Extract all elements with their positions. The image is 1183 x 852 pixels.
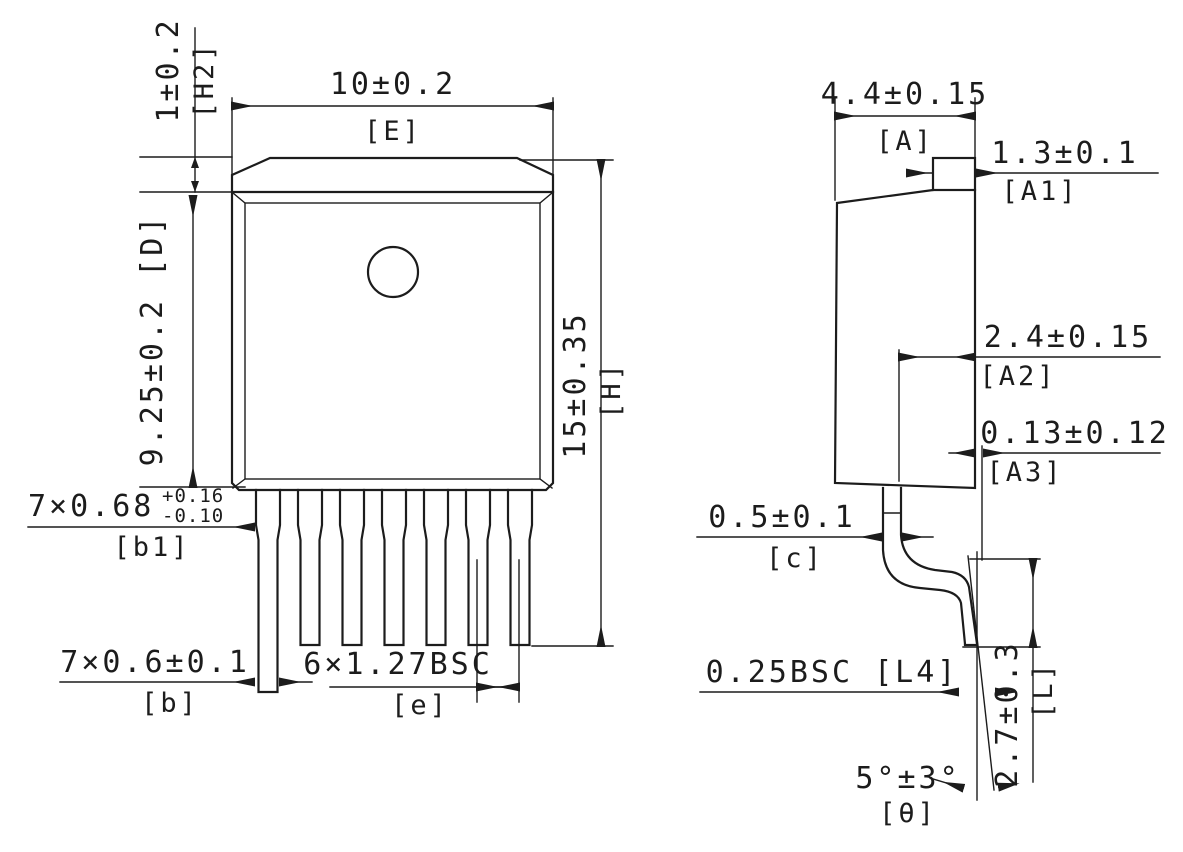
dim-d: 9.25±0.2 [D]: [135, 195, 246, 488]
dim-e-pitch-value: 6×1.27BSC: [303, 647, 493, 682]
mounting-hole: [366, 245, 420, 299]
dim-a3: 0.13±0.12 [A3]: [948, 416, 1170, 488]
dim-b-value: 7×0.6±0.1: [60, 645, 250, 680]
pin-2: [296, 488, 324, 647]
dim-h2: 1±0.2 [H2]: [139, 17, 233, 193]
dim-l4-value: 0.25BSC [L4]: [706, 655, 959, 690]
dim-a1-value: 1.3±0.1: [991, 136, 1138, 171]
dim-h2-value: 1±0.2: [151, 17, 186, 122]
pin-5: [422, 488, 450, 647]
dim-c-ref: [c]: [766, 543, 824, 574]
dim-b1: 7×0.68 +0.16 -0.10 [b1]: [27, 485, 255, 563]
dim-theta-value: 5°±3°: [855, 761, 960, 796]
dim-b1-tol-minus: -0.10: [162, 505, 224, 527]
arrow-right: [997, 782, 1020, 792]
dim-l-ref: [L]: [1028, 661, 1059, 719]
dim-e-value: 10±0.2: [330, 67, 456, 102]
lead-angle-line: [967, 555, 995, 791]
dim-b: 7×0.6±0.1 [b]: [59, 645, 313, 719]
lead-profile: [899, 486, 979, 646]
leader-line: [929, 777, 966, 793]
dim-theta-ref: [θ]: [879, 798, 937, 829]
pin-4: [380, 488, 408, 647]
dim-l4: 0.25BSC [L4]: [699, 655, 1017, 697]
dim-a1: 1.3±0.1 [A1]: [906, 136, 1159, 207]
dim-e: 10±0.2 [E]: [231, 67, 554, 176]
dim-b1-tol-plus: +0.16: [162, 485, 224, 507]
extension-line: [962, 558, 1041, 648]
dim-a2-ref: [A2]: [979, 361, 1056, 392]
extension-line: [139, 156, 233, 193]
dim-b1-ref: [b1]: [113, 532, 190, 563]
mold-corner-ticks: [232, 192, 553, 489]
pin-1: [254, 488, 282, 694]
dim-l-value: 2.7±0.3: [990, 640, 1025, 787]
dim-b-ref: [b]: [141, 688, 199, 719]
pin-6: [464, 488, 492, 647]
lead-profile-inner: [881, 486, 967, 646]
pin-7: [506, 488, 534, 647]
dim-h-ref: [H]: [596, 361, 627, 419]
dim-h2-ref: [H2]: [189, 41, 220, 118]
package-tab: [230, 156, 555, 194]
dim-e-pitch-ref: [e]: [391, 690, 449, 721]
package-body: [230, 190, 555, 492]
dim-h: 15±0.35 [H]: [519, 159, 627, 647]
dim-a: 4.4±0.15 [A]: [821, 77, 990, 201]
dim-c-value: 0.5±0.1: [708, 500, 855, 535]
dim-h-value: 15±0.35: [558, 311, 593, 458]
front-view: 10±0.2 [E] 1±0.2 [H2] 9.25±0.2 [D] 15±0.…: [27, 17, 627, 721]
body-profile: [833, 188, 977, 490]
extension-line: [231, 97, 554, 176]
dim-a2: 2.4±0.15 [A2]: [898, 320, 1161, 392]
arrowheads: [191, 157, 199, 192]
extension-line: [476, 559, 520, 703]
dim-a1-ref: [A1]: [1001, 176, 1078, 207]
tab-profile: [931, 156, 977, 192]
dim-e-ref: [E]: [364, 116, 422, 147]
dim-a3-value: 0.13±0.12: [980, 416, 1170, 451]
dim-a2-value: 2.4±0.15: [984, 320, 1153, 355]
side-view: 4.4±0.15 [A] 1.3±0.1 [A1] 2.4±0.15 [A2] …: [696, 77, 1170, 829]
dim-e-pitch: 6×1.27BSC [e]: [303, 559, 520, 721]
dim-a-ref: [A]: [876, 126, 934, 157]
dim-a-value: 4.4±0.15: [821, 77, 990, 112]
mold-line: [244, 202, 541, 480]
dim-a3-ref: [A3]: [986, 457, 1063, 488]
dim-theta: 5°±3° [θ]: [855, 761, 1020, 829]
pins: [254, 488, 534, 694]
dim-l: 2.7±0.3 [L]: [962, 558, 1059, 788]
dim-d-value: 9.25±0.2 [D]: [135, 214, 170, 467]
pin-3: [338, 488, 366, 647]
dim-b1-value: 7×0.68: [28, 489, 154, 524]
dim-c: 0.5±0.1 [c]: [696, 500, 934, 574]
